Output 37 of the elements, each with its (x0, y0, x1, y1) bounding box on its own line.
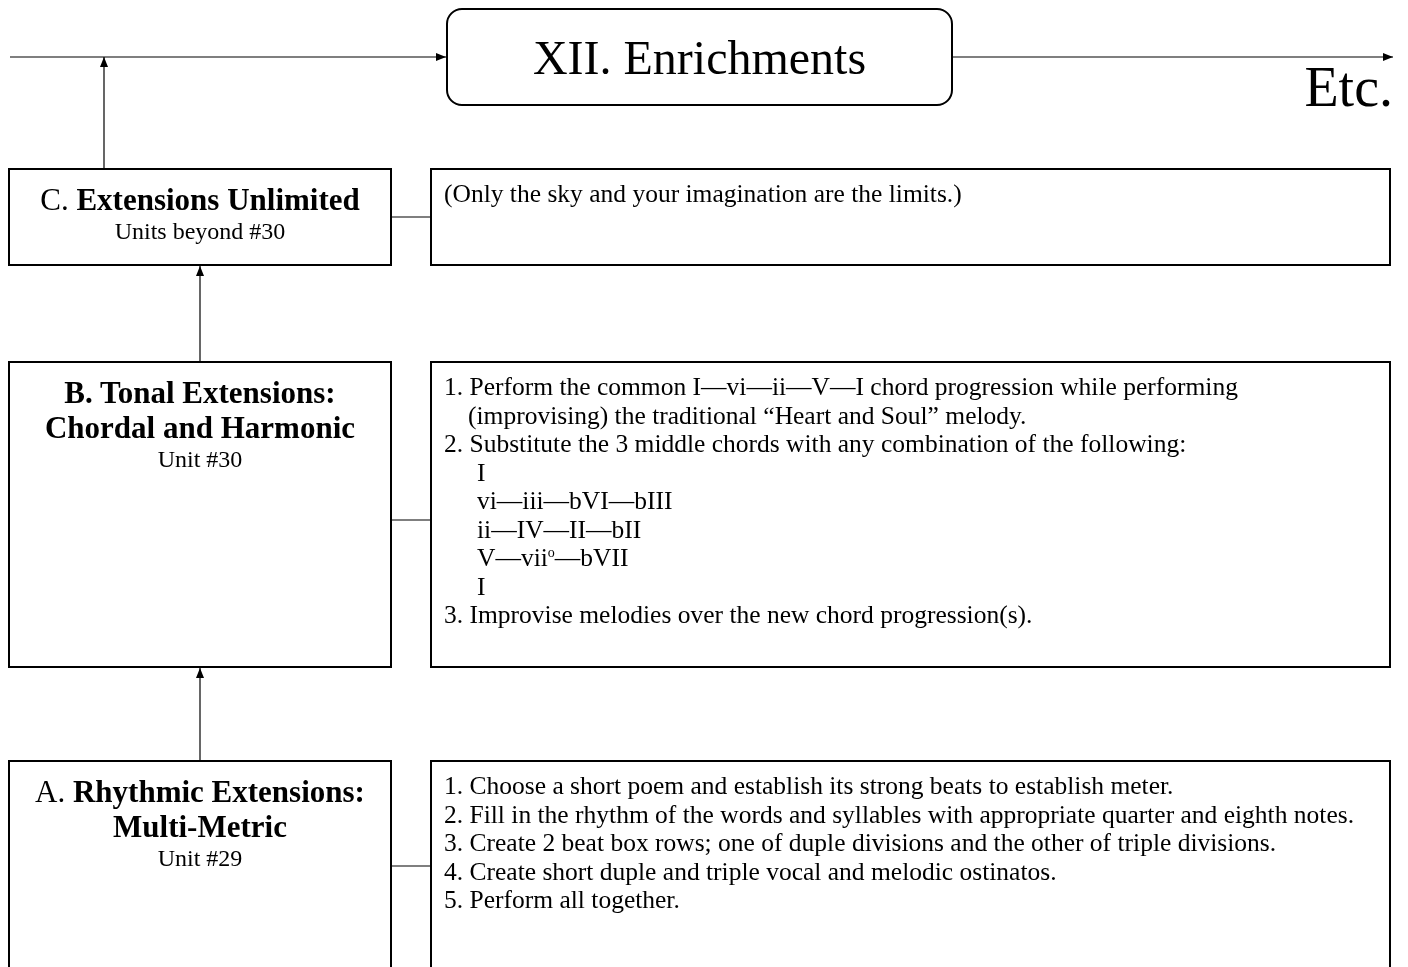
chord-line: I (476, 458, 487, 487)
unit-number: Unit #30 (157, 445, 243, 473)
chord-line: I (476, 572, 487, 601)
activity-text: 2. Fill in the rhythm of the words and syllables with appropriate quarter and eighth notes. (444, 800, 1356, 829)
chord-line: ii—IV—II—bII (476, 515, 643, 544)
unit-number: Unit #29 (157, 844, 243, 872)
connector-line (391, 519, 431, 521)
process-box (446, 8, 953, 106)
description-box (430, 168, 1391, 266)
arrow (952, 53, 1394, 61)
activity-text: 3. Improvise melodies over the new chord progression(s). (444, 601, 1034, 630)
activity-text: 2. Substitute the 3 middle chords with any combination of the following: (444, 430, 1188, 459)
description-box (430, 361, 1391, 668)
arrow (196, 667, 204, 761)
unit-number: Units beyond #30 (114, 217, 286, 245)
unit-title: C. Extensions Unlimited (39, 182, 361, 217)
unit-title: A. Rhythmic Extensions: Multi-Metric (34, 774, 366, 844)
unit-box (8, 168, 392, 266)
chord-line: V—vii$^{o}$—bVII (476, 544, 630, 573)
activity-text: 3. Create 2 beat box rows; one of duple divisions and the other of triple divisions. (444, 829, 1278, 858)
activity-text: 1. Choose a short poem and establish its strong beats to establish meter. (444, 772, 1175, 801)
continuation-label: Etc. (1304, 59, 1393, 115)
arrow (100, 56, 108, 169)
arrow (196, 265, 204, 362)
chord-line: vi—iii—bVI—bIII (476, 487, 674, 516)
unit-box (8, 760, 392, 967)
unit-title: B. Tonal Extensions: Chordal and Harmonic (44, 375, 356, 445)
connector-line (391, 865, 431, 867)
activity-text: 5. Perform all together. (444, 886, 681, 915)
activity-text: (Only the sky and your imagination are the limits.) (444, 180, 963, 209)
arrow (9, 53, 447, 61)
connector-line (391, 216, 431, 218)
activity-text: 1. Perform the common I—vi—ii—V—I chord progression while performing (improvising) the traditional “Heart and Soul” melody. (444, 373, 1239, 430)
description-box (430, 760, 1391, 967)
unit-box (8, 361, 392, 668)
activity-text: 4. Create short duple and triple vocal and melodic ostinatos. (444, 857, 1058, 886)
box-title: XII. Enrichments (532, 29, 867, 85)
